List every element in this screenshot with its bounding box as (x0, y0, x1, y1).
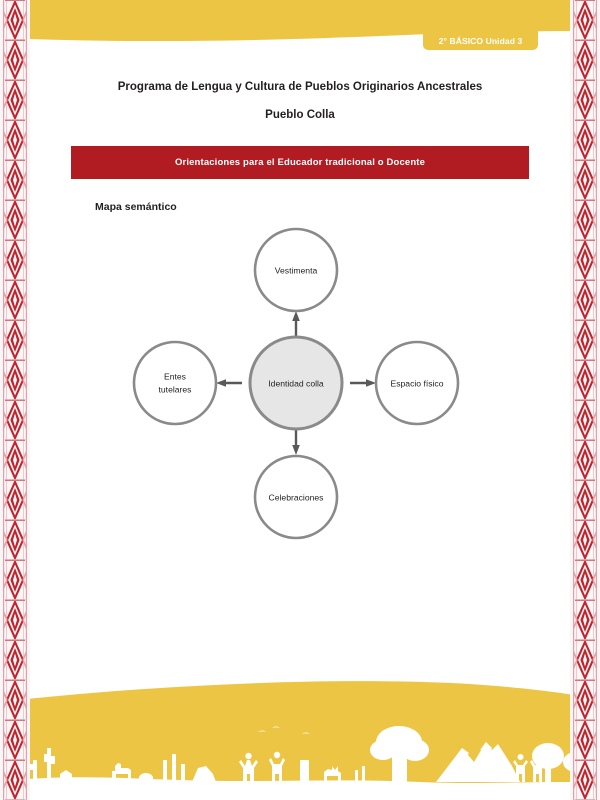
node-identidad-colla: Identidad colla (248, 335, 344, 431)
page-title: Programa de Lengua y Cultura de Pueblos … (30, 70, 570, 129)
arrow-center-to-top (292, 311, 300, 337)
bottom-landscape-band (0, 670, 600, 800)
orientation-banner: Orientaciones para el Educador tradicion… (71, 146, 529, 179)
node-espacio-fisico-circle (374, 340, 460, 426)
node-vestimenta-label: Vestimenta (275, 265, 318, 275)
arrow-center-to-bottom (292, 429, 300, 455)
node-entes-tutelares-label-line2: tutelares (159, 384, 192, 394)
node-entes-tutelares: Entes tutelares (132, 340, 218, 426)
node-vestimenta-circle (253, 227, 339, 313)
node-celebraciones: Celebraciones (253, 454, 339, 540)
orientation-banner-label: Orientaciones para el Educador tradicion… (174, 157, 426, 168)
page-title-line2: Pueblo Colla (265, 109, 335, 121)
semantic-map-diagram: Vestimenta Entes tutelares Espacio físic… (30, 225, 570, 585)
node-celebraciones-label: Celebraciones (269, 492, 324, 502)
landscape-silhouettes (0, 726, 600, 800)
section-heading: Mapa semántico (95, 201, 177, 213)
left-woven-border (0, 0, 30, 800)
right-woven-border (570, 0, 600, 800)
node-entes-tutelares-label-line1: Entes (164, 371, 186, 381)
node-vestimenta: Vestimenta (253, 227, 339, 313)
node-identidad-colla-circle (248, 335, 344, 431)
page-title-line1: Programa de Lengua y Cultura de Pueblos … (117, 81, 483, 93)
node-celebraciones-circle (253, 454, 339, 540)
node-espacio-fisico-label: Espacio físico (390, 378, 443, 388)
arrow-center-to-right (350, 379, 376, 387)
arrow-center-to-left (216, 379, 242, 387)
node-espacio-fisico: Espacio físico (374, 340, 460, 426)
main-content: Programa de Lengua y Cultura de Pueblos … (30, 70, 570, 585)
node-identidad-colla-label: Identidad colla (268, 378, 324, 388)
node-entes-tutelares-circle (132, 340, 218, 426)
unit-badge: 2° BÁSICO Unidad 3 (423, 31, 538, 50)
